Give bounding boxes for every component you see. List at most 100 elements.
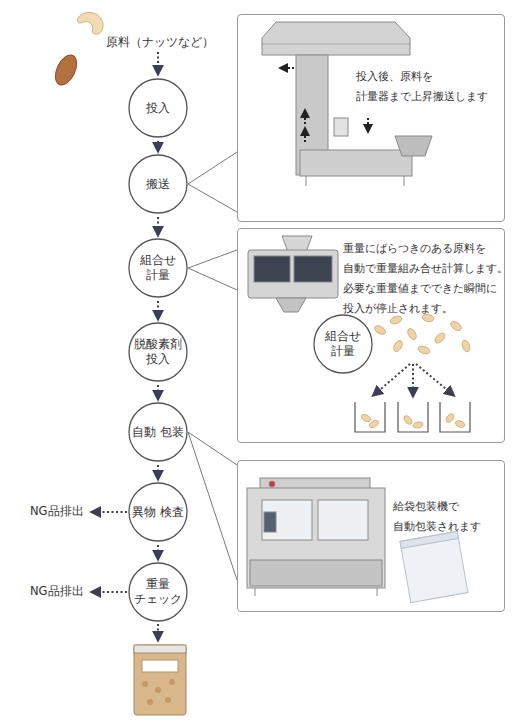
circle-shape: [314, 315, 372, 373]
reject-label: NG品排出: [30, 584, 84, 599]
combination-weigher: [248, 236, 338, 312]
flow-arrow-part: [94, 511, 127, 513]
step-description: 投入後、原料を 計量器まで上昇搬送します: [356, 67, 496, 107]
nut-pieces-part: [417, 345, 431, 356]
nut-pieces-part: [392, 339, 404, 353]
step-name: 自動 包装: [132, 425, 184, 440]
bucket-elevator-part: [262, 22, 410, 55]
process-circle: 異物 検査: [128, 482, 188, 542]
motion-arrow: [282, 68, 368, 142]
step-name: 搬送: [132, 177, 184, 192]
raw-nuts-part: [51, 52, 81, 89]
bucket-elevator-part: [300, 150, 412, 176]
process-circle: 投入: [128, 78, 188, 138]
bucket-elevator-part: [404, 176, 405, 186]
combination-weigher-part: [276, 298, 306, 312]
bag-packing-machine-part: [318, 500, 368, 540]
nut-pieces-part: [454, 419, 465, 428]
nut-pieces-part: [461, 339, 472, 353]
circle-shape: [129, 483, 187, 541]
description-box: 投入後、原料を 計量器まで上昇搬送します: [237, 14, 505, 222]
flow-arrow: [157, 217, 159, 233]
weigh-cup-part: [355, 402, 385, 432]
product-bag-part: [134, 645, 186, 653]
bag-packing-machine-part: [264, 512, 276, 532]
motion-arrow-part: [367, 118, 369, 130]
product-bag-part: [165, 697, 171, 703]
product-bag-part: [147, 699, 153, 705]
nut-pieces-part: [360, 413, 372, 423]
nut-pieces-part: [368, 419, 380, 429]
process-circle: 組合せ 計量: [313, 314, 373, 374]
product-bag-part: [169, 679, 175, 685]
nut-pieces: [360, 314, 471, 430]
flow-arrow-part: [416, 364, 452, 394]
process-circle: 組合せ 計量: [128, 238, 188, 298]
product-bag: [134, 645, 186, 715]
flow-arrow-part: [412, 364, 414, 394]
product-bag-part: [155, 687, 161, 693]
nut-pieces-part: [449, 320, 463, 333]
empty-bag: [400, 531, 468, 602]
bag-packing-machine-part: [377, 588, 378, 596]
description-box: 組合せ 計量重量にばらつきのある原料を 自動で重量組み合せ計算します。 必要な重…: [237, 228, 505, 443]
bag-packing-machine-part: [255, 588, 256, 596]
flow-arrow-part: [94, 591, 127, 593]
weigh-cup: [355, 402, 470, 432]
bucket-elevator-part: [395, 136, 432, 156]
process-circle: 自動 包装: [128, 402, 188, 462]
step-name: 脱酸素剤 投入: [132, 337, 184, 367]
empty-bag-part: [400, 531, 468, 602]
step-description: 給袋包装機で 自動包装されます: [393, 497, 493, 537]
flow-arrow-part: [375, 364, 410, 394]
bucket-elevator-part: [306, 176, 307, 186]
process-circle: 脱酸素剤 投入: [128, 322, 188, 382]
combination-weigher-part: [294, 256, 332, 282]
callout-line: [188, 250, 237, 290]
flow-arrow-part: [157, 624, 159, 638]
nut-pieces-part: [444, 412, 455, 424]
raw-nuts-part: [77, 12, 103, 34]
nut-pieces-part: [433, 331, 446, 344]
flow-arrow: [157, 545, 159, 557]
flow-arrow: [157, 141, 159, 149]
raw-nuts: [51, 12, 103, 88]
bag-packing-machine: [247, 478, 385, 596]
step-description: 重量にばらつきのある原料を 自動で重量組み合せ計算します。 必要な重量値まででき…: [343, 239, 503, 319]
motion-arrow-part: [282, 67, 294, 69]
bag-packing-machine-part: [247, 488, 385, 588]
nut-pieces-part: [406, 327, 418, 341]
nut-pieces-part: [389, 315, 403, 326]
bag-packing-machine-part: [269, 481, 275, 487]
nut-pieces-part: [413, 421, 424, 429]
circle-shape: [129, 563, 187, 621]
flow-arrow: [157, 385, 159, 397]
flow-arrow-part: [157, 52, 159, 72]
nut-pieces-part: [402, 414, 413, 426]
process-circle: 搬送: [128, 154, 188, 214]
motion-arrow-part: [304, 130, 306, 142]
bucket-elevator-part: [262, 44, 410, 45]
product-bag-part: [142, 681, 148, 687]
step-name: 重量 チェック: [132, 577, 184, 607]
callout-line: [188, 432, 237, 580]
callout-line: [188, 152, 237, 212]
bag-packing-machine-part: [262, 500, 312, 540]
step-name: 投入: [132, 101, 184, 116]
flow-arrow: [375, 364, 452, 394]
circle-shape: [129, 403, 187, 461]
material-label: 原料（ナッツなど）: [106, 35, 214, 50]
combination-weigher-part: [254, 256, 290, 282]
nut-pieces-part: [373, 324, 387, 336]
reject-label: NG品排出: [30, 504, 84, 519]
flow-arrow: [157, 465, 159, 477]
product-bag-part: [134, 645, 186, 715]
motion-arrow-part: [304, 112, 306, 124]
circle-shape: [129, 323, 187, 381]
description-box: 給袋包装機で 自動包装されます: [237, 460, 505, 612]
empty-bag-part: [400, 531, 458, 548]
weigh-cup-part: [398, 402, 428, 432]
process-circle: 重量 チェック: [128, 562, 188, 622]
product-bag-part: [142, 660, 178, 672]
